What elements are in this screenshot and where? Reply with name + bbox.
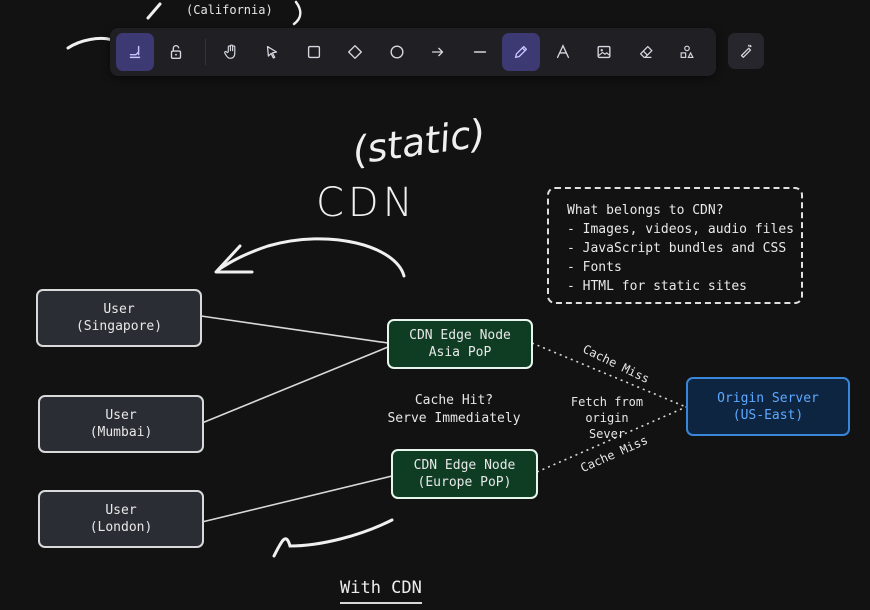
user-singapore-box[interactable]: User (Singapore) xyxy=(36,289,202,347)
user-location: (Mumbai) xyxy=(89,425,153,440)
caption-text: With CDN xyxy=(340,578,422,598)
origin-label: Origin Server xyxy=(717,390,819,406)
edge-node-asia[interactable]: CDN Edge Node Asia PoP xyxy=(387,319,533,369)
partial-text: (California) xyxy=(186,3,273,17)
edge-node-europe[interactable]: CDN Edge Node (Europe PoP) xyxy=(391,449,538,499)
hand-icon xyxy=(223,44,236,59)
tool-ellipse[interactable] xyxy=(378,33,416,71)
ellipse-icon xyxy=(390,45,404,59)
drawing-toolbar xyxy=(110,28,716,76)
tool-image[interactable] xyxy=(585,33,623,71)
freehand-stroke xyxy=(146,2,162,20)
toolbar-divider xyxy=(205,39,206,65)
tool-diamond[interactable] xyxy=(336,33,374,71)
unlock-icon xyxy=(171,45,182,59)
shapes-icon xyxy=(680,45,695,58)
text-icon xyxy=(556,44,569,59)
tool-hand[interactable] xyxy=(212,33,250,71)
user-london-box[interactable]: User (London) xyxy=(38,490,204,548)
image-icon xyxy=(597,45,611,59)
edge-label: CDN Edge Node xyxy=(409,328,511,343)
origin-location: (US-East) xyxy=(732,407,804,423)
tool-arrow[interactable] xyxy=(419,33,457,71)
notes-title: What belongs to CDN? xyxy=(567,203,724,218)
freehand-stroke xyxy=(292,0,302,26)
cache-hit-label: Cache Hit? Serve Immediately xyxy=(386,392,522,428)
curved-arrow xyxy=(216,237,406,278)
edge-location: (Europe PoP) xyxy=(417,475,512,490)
tool-line[interactable] xyxy=(461,33,499,71)
user-location: (London) xyxy=(89,520,153,535)
magic-wand-icon xyxy=(740,44,752,58)
fetch-line: origin Sever xyxy=(585,411,629,441)
handwritten-cdn: CDN xyxy=(316,180,417,226)
notes-item: - HTML for static sites xyxy=(567,279,748,294)
pencil-icon xyxy=(515,45,528,59)
user-label: User xyxy=(105,503,137,518)
edge-location: Asia PoP xyxy=(428,345,492,360)
user-location: (Singapore) xyxy=(75,319,163,334)
connector-asia-origin xyxy=(531,342,687,408)
connector-london-europe xyxy=(201,475,393,523)
tool-shapes[interactable] xyxy=(668,33,706,71)
notes-box[interactable]: What belongs to CDN? - Images, videos, a… xyxy=(547,187,803,304)
tool-text[interactable] xyxy=(544,33,582,71)
tool-unlock[interactable] xyxy=(158,33,196,71)
line-icon xyxy=(473,51,486,53)
user-label: User xyxy=(105,408,137,423)
notes-item: - Images, videos, audio files xyxy=(567,222,794,237)
user-mumbai-box[interactable]: User (Mumbai) xyxy=(38,395,204,453)
freehand-stroke xyxy=(66,36,114,50)
diamond-icon xyxy=(348,45,363,59)
tool-select[interactable] xyxy=(253,33,291,71)
rectangle-icon xyxy=(307,45,320,59)
arrow-icon xyxy=(432,47,444,57)
freehand-stroke xyxy=(272,518,394,558)
pointer-icon xyxy=(267,45,278,59)
fetch-label: Fetch from origin Sever xyxy=(566,394,648,442)
cache-hit-line: Serve Immediately xyxy=(387,411,521,426)
lock-icon xyxy=(129,45,140,59)
tool-lock-active[interactable] xyxy=(116,33,154,71)
edge-label: CDN Edge Node xyxy=(413,458,516,473)
notes-item: - Fonts xyxy=(567,260,622,275)
fetch-line: Fetch from xyxy=(570,395,644,409)
origin-server-box[interactable]: Origin Server (US-East) xyxy=(686,377,850,436)
eraser-icon xyxy=(639,45,653,59)
cache-hit-line: Cache Hit? xyxy=(414,393,494,408)
caption-underline xyxy=(340,602,422,604)
connector-mumbai-asia xyxy=(201,346,389,424)
curved-arrow-head xyxy=(214,244,254,274)
tool-eraser[interactable] xyxy=(627,33,665,71)
library-button[interactable] xyxy=(728,33,764,69)
connector-singapore-asia xyxy=(200,315,389,344)
diagram-caption: With CDN xyxy=(340,578,422,604)
tool-rectangle[interactable] xyxy=(295,33,333,71)
user-label: User xyxy=(103,302,135,317)
tool-pencil-active[interactable] xyxy=(502,33,540,71)
notes-item: - JavaScript bundles and CSS xyxy=(567,241,787,256)
